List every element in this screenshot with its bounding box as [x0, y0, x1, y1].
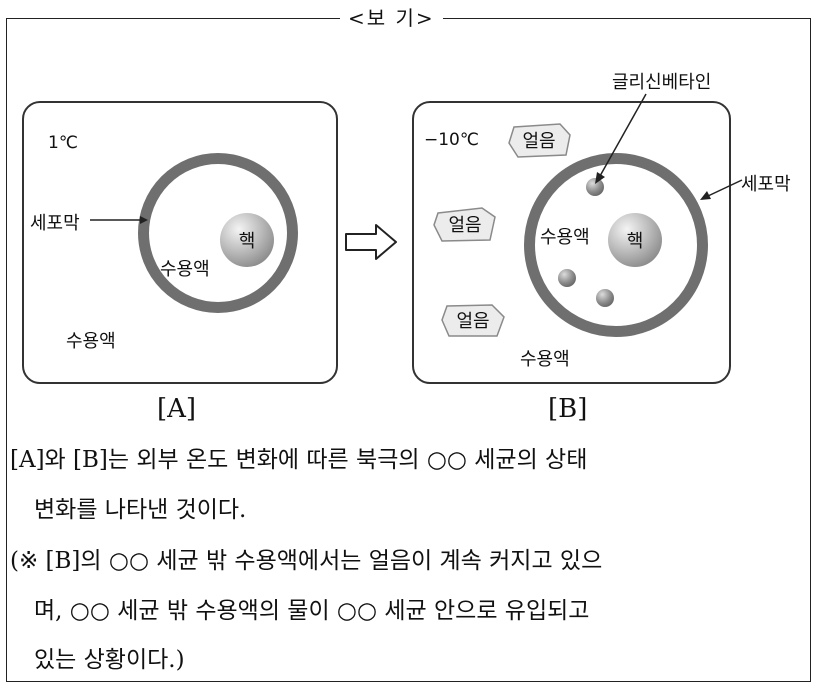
ice-label: 얼음 [522, 131, 556, 152]
panel-a: 1℃ 핵 수용액 수용액 세포막 [22, 101, 338, 384]
note-line: 있는 상황이다.) [34, 647, 185, 673]
temperature-label-a: 1℃ [48, 133, 78, 153]
membrane-label-a: 세포막 [30, 213, 80, 234]
ice-crystal: 얼음 [506, 121, 572, 159]
glycine-betaine-molecule [558, 269, 576, 287]
nucleus-a: 핵 [220, 213, 274, 267]
transition-arrow-icon [345, 224, 397, 260]
cell-membrane-b [524, 153, 708, 337]
description-line: [A]와 [B]는 외부 온도 변화에 따른 북극의 ○○ 세균의 상태 [10, 447, 588, 473]
caption-a: [A] [157, 394, 197, 424]
panel-b: −10℃ 얼음 얼음 얼음 핵 수용액 수용액 [412, 101, 731, 384]
note-line: (※ [B]의 ○○ 세균 밖 수용액에서는 얼음이 계속 커지고 있으 [10, 548, 603, 574]
ice-label: 얼음 [448, 215, 482, 236]
glycine-betaine-molecule [586, 178, 604, 196]
glycine-betaine-label: 글리신베타인 [612, 72, 712, 93]
glycine-betaine-pointer-arrow [595, 93, 647, 184]
box-title: <보 기> [340, 2, 443, 31]
nucleus-b: 핵 [608, 213, 662, 267]
membrane-pointer-arrow-a [90, 216, 148, 224]
cell-membrane-a [138, 153, 298, 313]
caption-b: [B] [548, 394, 588, 424]
ice-crystal: 얼음 [432, 205, 498, 243]
ice-label: 얼음 [456, 311, 490, 332]
glycine-betaine-molecule [596, 289, 614, 307]
ice-crystal: 얼음 [440, 301, 506, 339]
description-line: 변화를 나타낸 것이다. [34, 497, 247, 523]
outer-fluid-label-a: 수용액 [66, 331, 116, 352]
membrane-pointer-arrow-b [700, 179, 743, 200]
temperature-label-b: −10℃ [424, 130, 479, 150]
inner-fluid-label-b: 수용액 [540, 227, 590, 248]
nucleus-label-b: 핵 [626, 231, 644, 252]
inner-fluid-label-a: 수용액 [160, 259, 210, 280]
outer-fluid-label-b: 수용액 [520, 349, 570, 370]
note-line: 며, ○○ 세균 밖 수용액의 물이 ○○ 세균 안으로 유입되고 [34, 598, 590, 624]
membrane-label-b: 세포막 [741, 174, 791, 195]
nucleus-label-a: 핵 [238, 231, 256, 252]
